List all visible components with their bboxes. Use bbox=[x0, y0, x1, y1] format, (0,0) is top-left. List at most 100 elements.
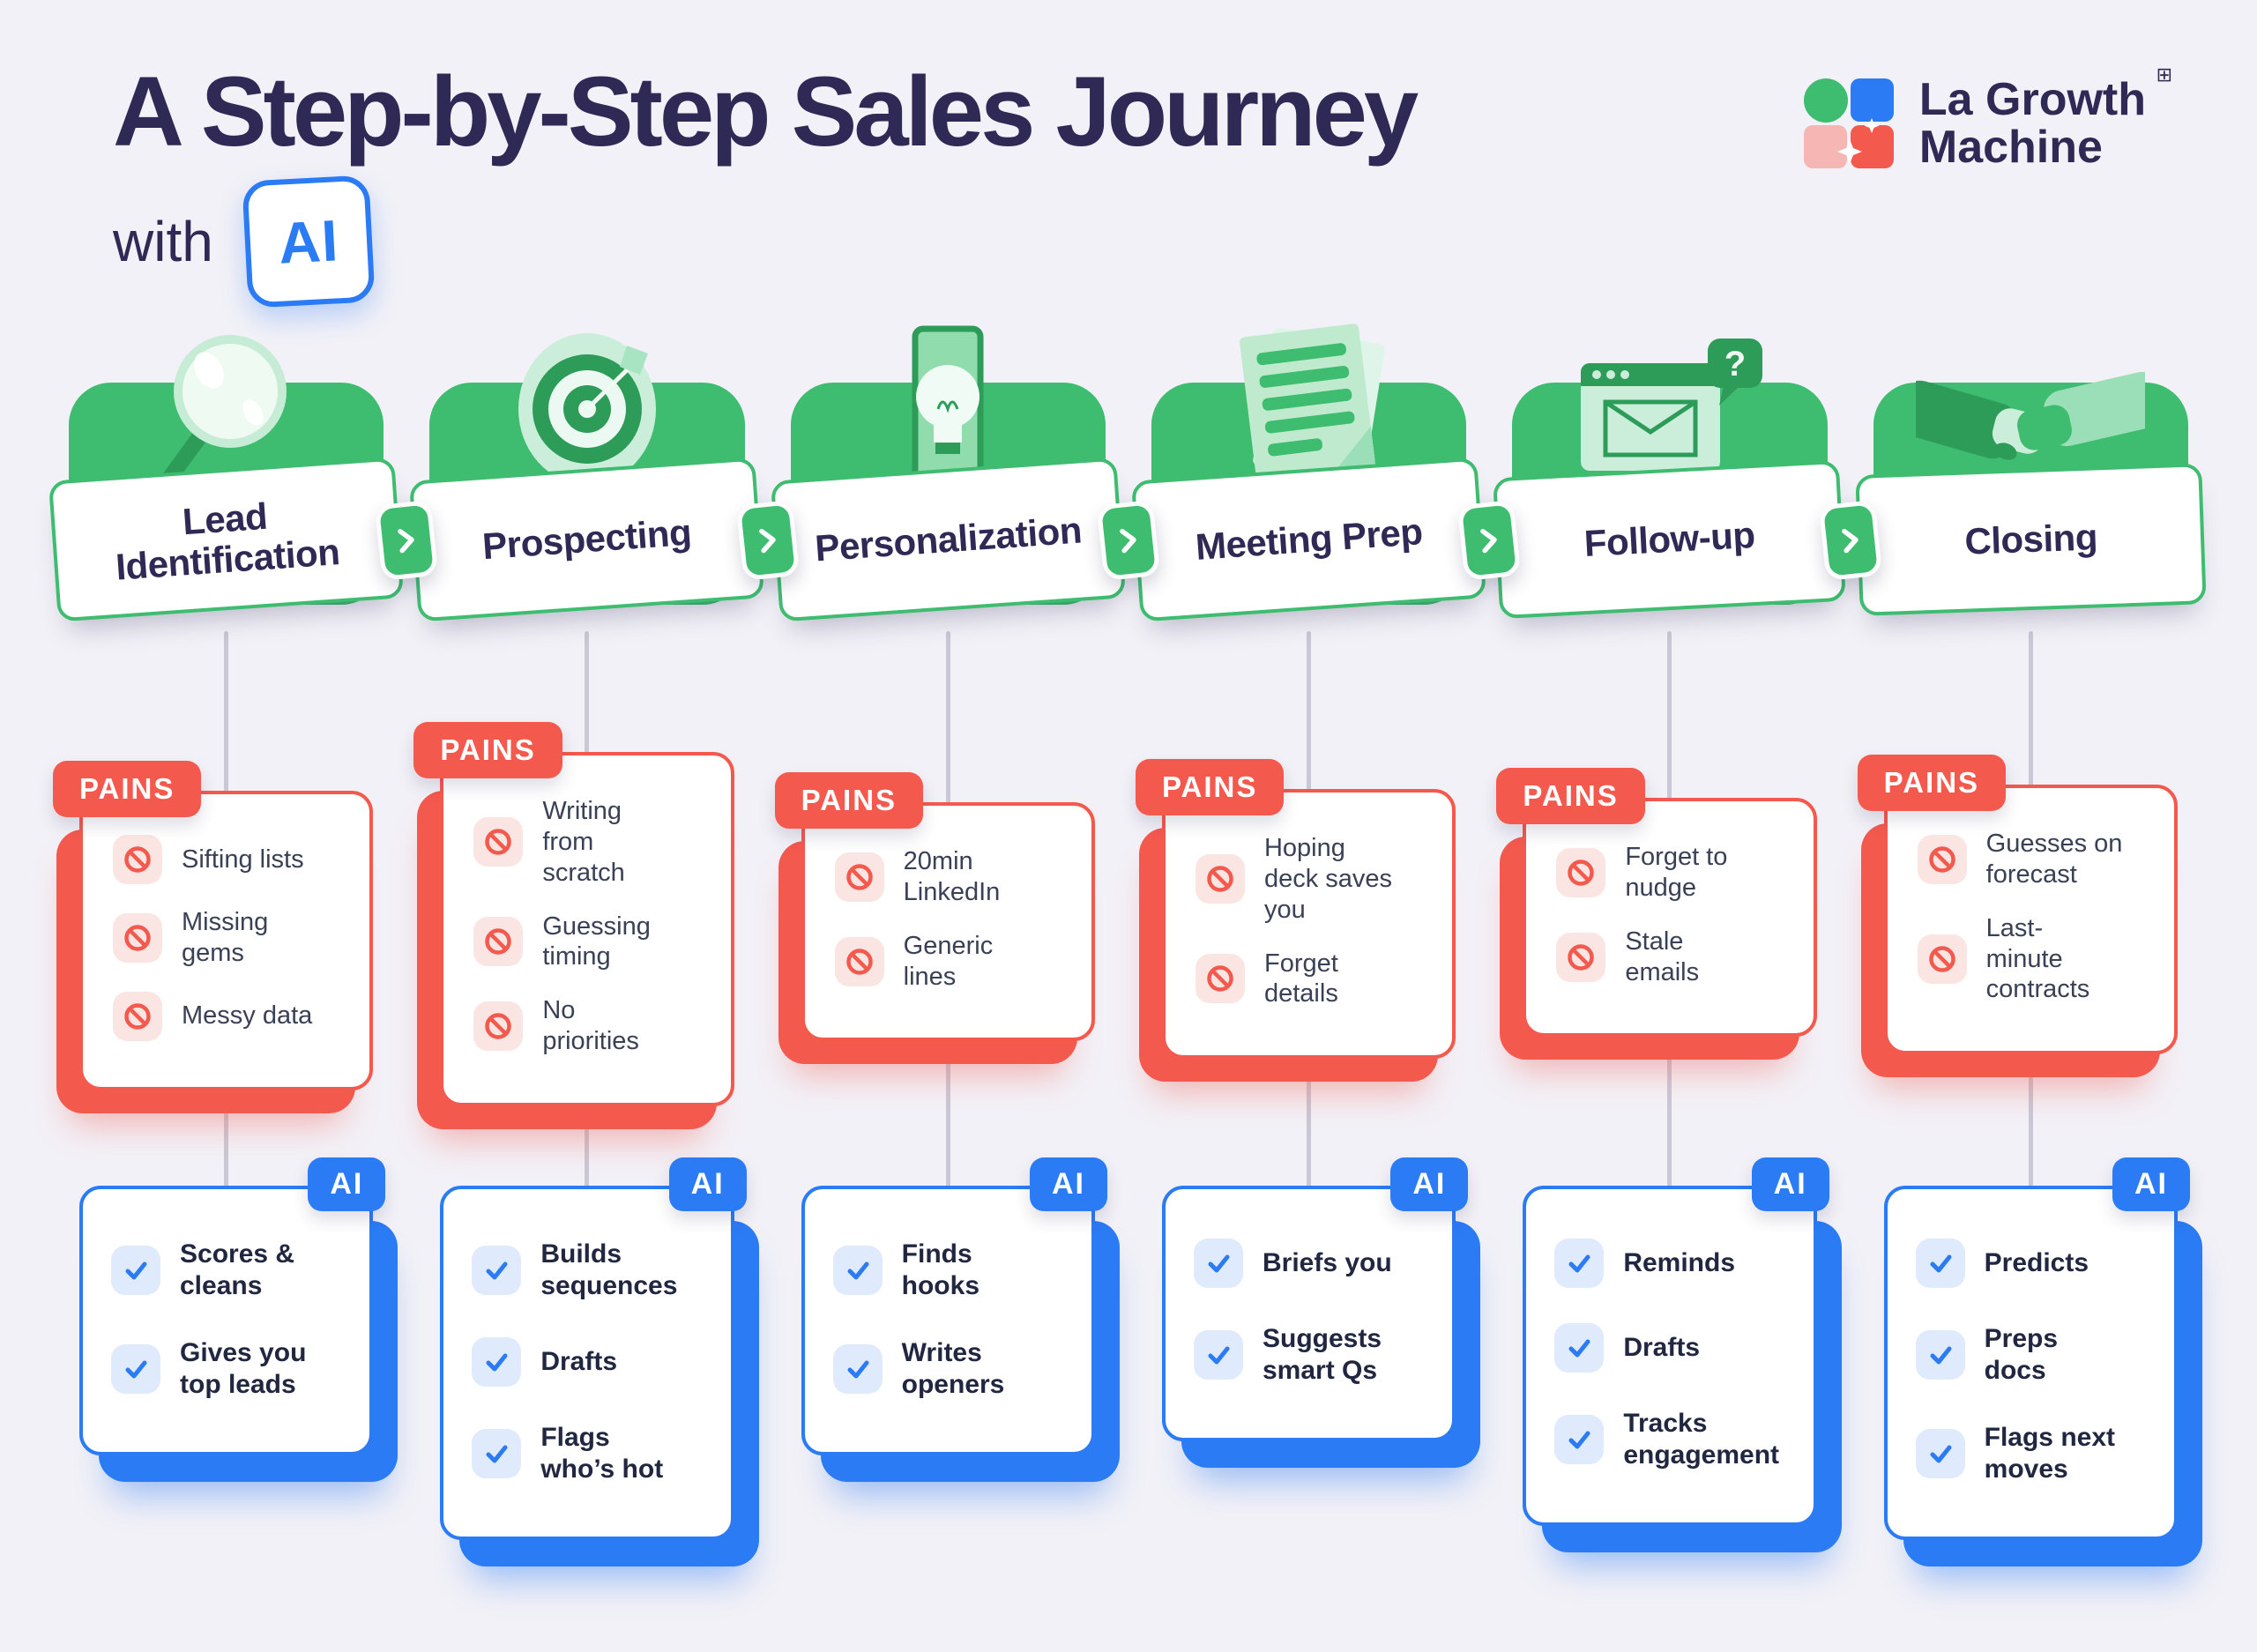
brand-name-line1: La Growth bbox=[1918, 74, 2146, 125]
ai-card: Builds sequences Drafts Flags who’s hot bbox=[440, 1186, 734, 1541]
check-icon bbox=[472, 1337, 522, 1388]
stage-column-lead-identification: Lead Identification PAINS Sifting lists … bbox=[46, 335, 406, 1596]
pain-text: Missing gems bbox=[182, 908, 269, 968]
ai-text: Reminds bbox=[1623, 1248, 1736, 1278]
prohibited-icon bbox=[473, 917, 524, 967]
question-mark-glyph: ? bbox=[1724, 345, 1746, 383]
ai-text: Predicts bbox=[1984, 1248, 2089, 1278]
ai-card-wrapper: AI Finds hooks Writes openers bbox=[801, 1157, 1120, 1483]
stage-header: Closing bbox=[1851, 335, 2211, 626]
ai-item: Gives you top leads bbox=[111, 1337, 354, 1401]
ai-item: Tracks engagement bbox=[1554, 1408, 1797, 1471]
stage-label-card: Follow-up bbox=[1493, 460, 1847, 620]
ai-card: Reminds Drafts Tracks engagement bbox=[1523, 1186, 1817, 1527]
ai-card: Briefs you Suggests smart Qs bbox=[1161, 1186, 1456, 1442]
pain-text: Generic lines bbox=[903, 931, 994, 991]
ai-text: Drafts bbox=[1623, 1333, 1701, 1363]
pains-badge: PAINS bbox=[53, 761, 202, 818]
pains-card: 20min LinkedIn Generic lines bbox=[801, 802, 1095, 1042]
chevron-right-icon bbox=[1096, 500, 1161, 582]
check-icon bbox=[472, 1429, 522, 1479]
journey-board: Lead Identification PAINS Sifting lists … bbox=[0, 324, 2257, 1596]
pain-text: Messy data bbox=[182, 1001, 313, 1031]
stage-label-card: Meeting Prep bbox=[1130, 457, 1487, 622]
check-icon bbox=[1915, 1239, 1965, 1289]
subtitle-row: with AI bbox=[113, 175, 1415, 309]
stage-label-card: Lead Identification bbox=[48, 457, 405, 622]
pains-card-wrapper: PAINS 20min LinkedIn Generic lines bbox=[774, 772, 1095, 1065]
chevron-right-icon bbox=[375, 500, 439, 582]
pain-text: Forget to nudge bbox=[1625, 843, 1728, 903]
ai-badge: AI bbox=[1390, 1157, 1469, 1212]
prohibited-icon bbox=[1917, 934, 1967, 985]
ai-badge: AI bbox=[2112, 1157, 2190, 1212]
ai-text: Preps docs bbox=[1984, 1324, 2059, 1386]
ai-card-wrapper: AI Scores & cleans Gives you top leads bbox=[79, 1157, 399, 1483]
ai-item: Briefs you bbox=[1193, 1239, 1436, 1289]
pain-item: Guessing timing bbox=[473, 912, 714, 973]
pain-text: No priorities bbox=[542, 996, 639, 1056]
ai-item: Drafts bbox=[472, 1337, 714, 1388]
ai-text: Writes openers bbox=[901, 1338, 1005, 1400]
stage-header: Personalization bbox=[768, 325, 1128, 626]
pain-text: Forget details bbox=[1263, 949, 1338, 1008]
prohibited-icon bbox=[1556, 848, 1606, 898]
ai-card: Scores & cleans Gives you top leads bbox=[79, 1186, 374, 1456]
ai-item: Flags next moves bbox=[1915, 1422, 2158, 1485]
check-icon bbox=[1193, 1330, 1243, 1380]
check-icon bbox=[832, 1246, 883, 1296]
ai-item: Writes openers bbox=[832, 1337, 1076, 1401]
stage-column-meeting-prep: Meeting Prep PAINS Hoping deck saves you… bbox=[1128, 324, 1489, 1596]
pain-item: Writing from scratch bbox=[473, 796, 714, 888]
pain-text: Guesses on forecast bbox=[1985, 830, 2123, 889]
stage-header: Prospecting bbox=[406, 333, 767, 626]
pain-item: Stale emails bbox=[1556, 926, 1797, 988]
pain-item: Guesses on forecast bbox=[1917, 829, 2158, 890]
stage-label: Closing bbox=[1963, 516, 2098, 562]
chevron-right-icon bbox=[1457, 500, 1522, 582]
pains-badge: PAINS bbox=[1857, 755, 2007, 812]
check-icon bbox=[1554, 1323, 1605, 1373]
pains-badge: PAINS bbox=[774, 772, 924, 830]
header: A Step-by-Step Sales Journey with AI La … bbox=[0, 0, 2257, 309]
pain-item: No priorities bbox=[473, 995, 714, 1057]
check-icon bbox=[472, 1246, 522, 1296]
handshake-icon bbox=[1916, 372, 2146, 460]
dartboard-icon bbox=[518, 333, 656, 486]
stage-label: Follow-up bbox=[1583, 514, 1756, 565]
prohibited-icon bbox=[113, 913, 162, 964]
pain-item: Missing gems bbox=[113, 907, 354, 969]
stage-header: ? Follow-up bbox=[1489, 335, 1850, 626]
ai-card: Predicts Preps docs Flags next moves bbox=[1883, 1186, 2178, 1541]
page-title: A Step-by-Step Sales Journey bbox=[113, 56, 1419, 167]
stage-label: Meeting Prep bbox=[1194, 510, 1424, 569]
pain-text: 20min LinkedIn bbox=[903, 847, 1001, 907]
pains-card-wrapper: PAINS Guesses on forecast Last- minute c… bbox=[1857, 755, 2178, 1078]
ai-item: Suggests smart Qs bbox=[1193, 1323, 1436, 1387]
stage-label-card: Closing bbox=[1854, 463, 2207, 617]
pain-text: Writing from scratch bbox=[542, 797, 625, 887]
pain-item: Generic lines bbox=[834, 931, 1076, 993]
ai-item: Drafts bbox=[1554, 1323, 1797, 1373]
stage-label: Lead Identification bbox=[114, 495, 341, 588]
pain-text: Sifting lists bbox=[182, 845, 304, 874]
trademark-icon: ⊞ bbox=[2156, 63, 2172, 86]
prohibited-icon bbox=[834, 852, 884, 903]
ai-card-wrapper: AI Reminds Drafts Tracks engagement bbox=[1523, 1157, 1842, 1553]
prohibited-icon bbox=[1195, 854, 1245, 904]
pain-item: Forget to nudge bbox=[1556, 842, 1797, 904]
email-question-icon: ? bbox=[1580, 339, 1762, 472]
pain-item: Forget details bbox=[1195, 949, 1436, 1010]
title-block: A Step-by-Step Sales Journey with AI bbox=[113, 56, 1419, 309]
pains-card: Guesses on forecast Last- minute contrac… bbox=[1883, 785, 2178, 1055]
pain-item: Sifting lists bbox=[113, 835, 354, 885]
pains-badge: PAINS bbox=[1496, 768, 1645, 825]
ai-badge: AI bbox=[1029, 1157, 1107, 1212]
check-icon bbox=[1554, 1415, 1605, 1465]
check-icon bbox=[832, 1344, 883, 1395]
pains-card: Hoping deck saves you Forget details bbox=[1161, 789, 1456, 1060]
prohibited-icon bbox=[113, 835, 162, 885]
pain-text: Hoping deck saves you bbox=[1263, 834, 1393, 924]
prohibited-icon bbox=[1556, 932, 1606, 982]
